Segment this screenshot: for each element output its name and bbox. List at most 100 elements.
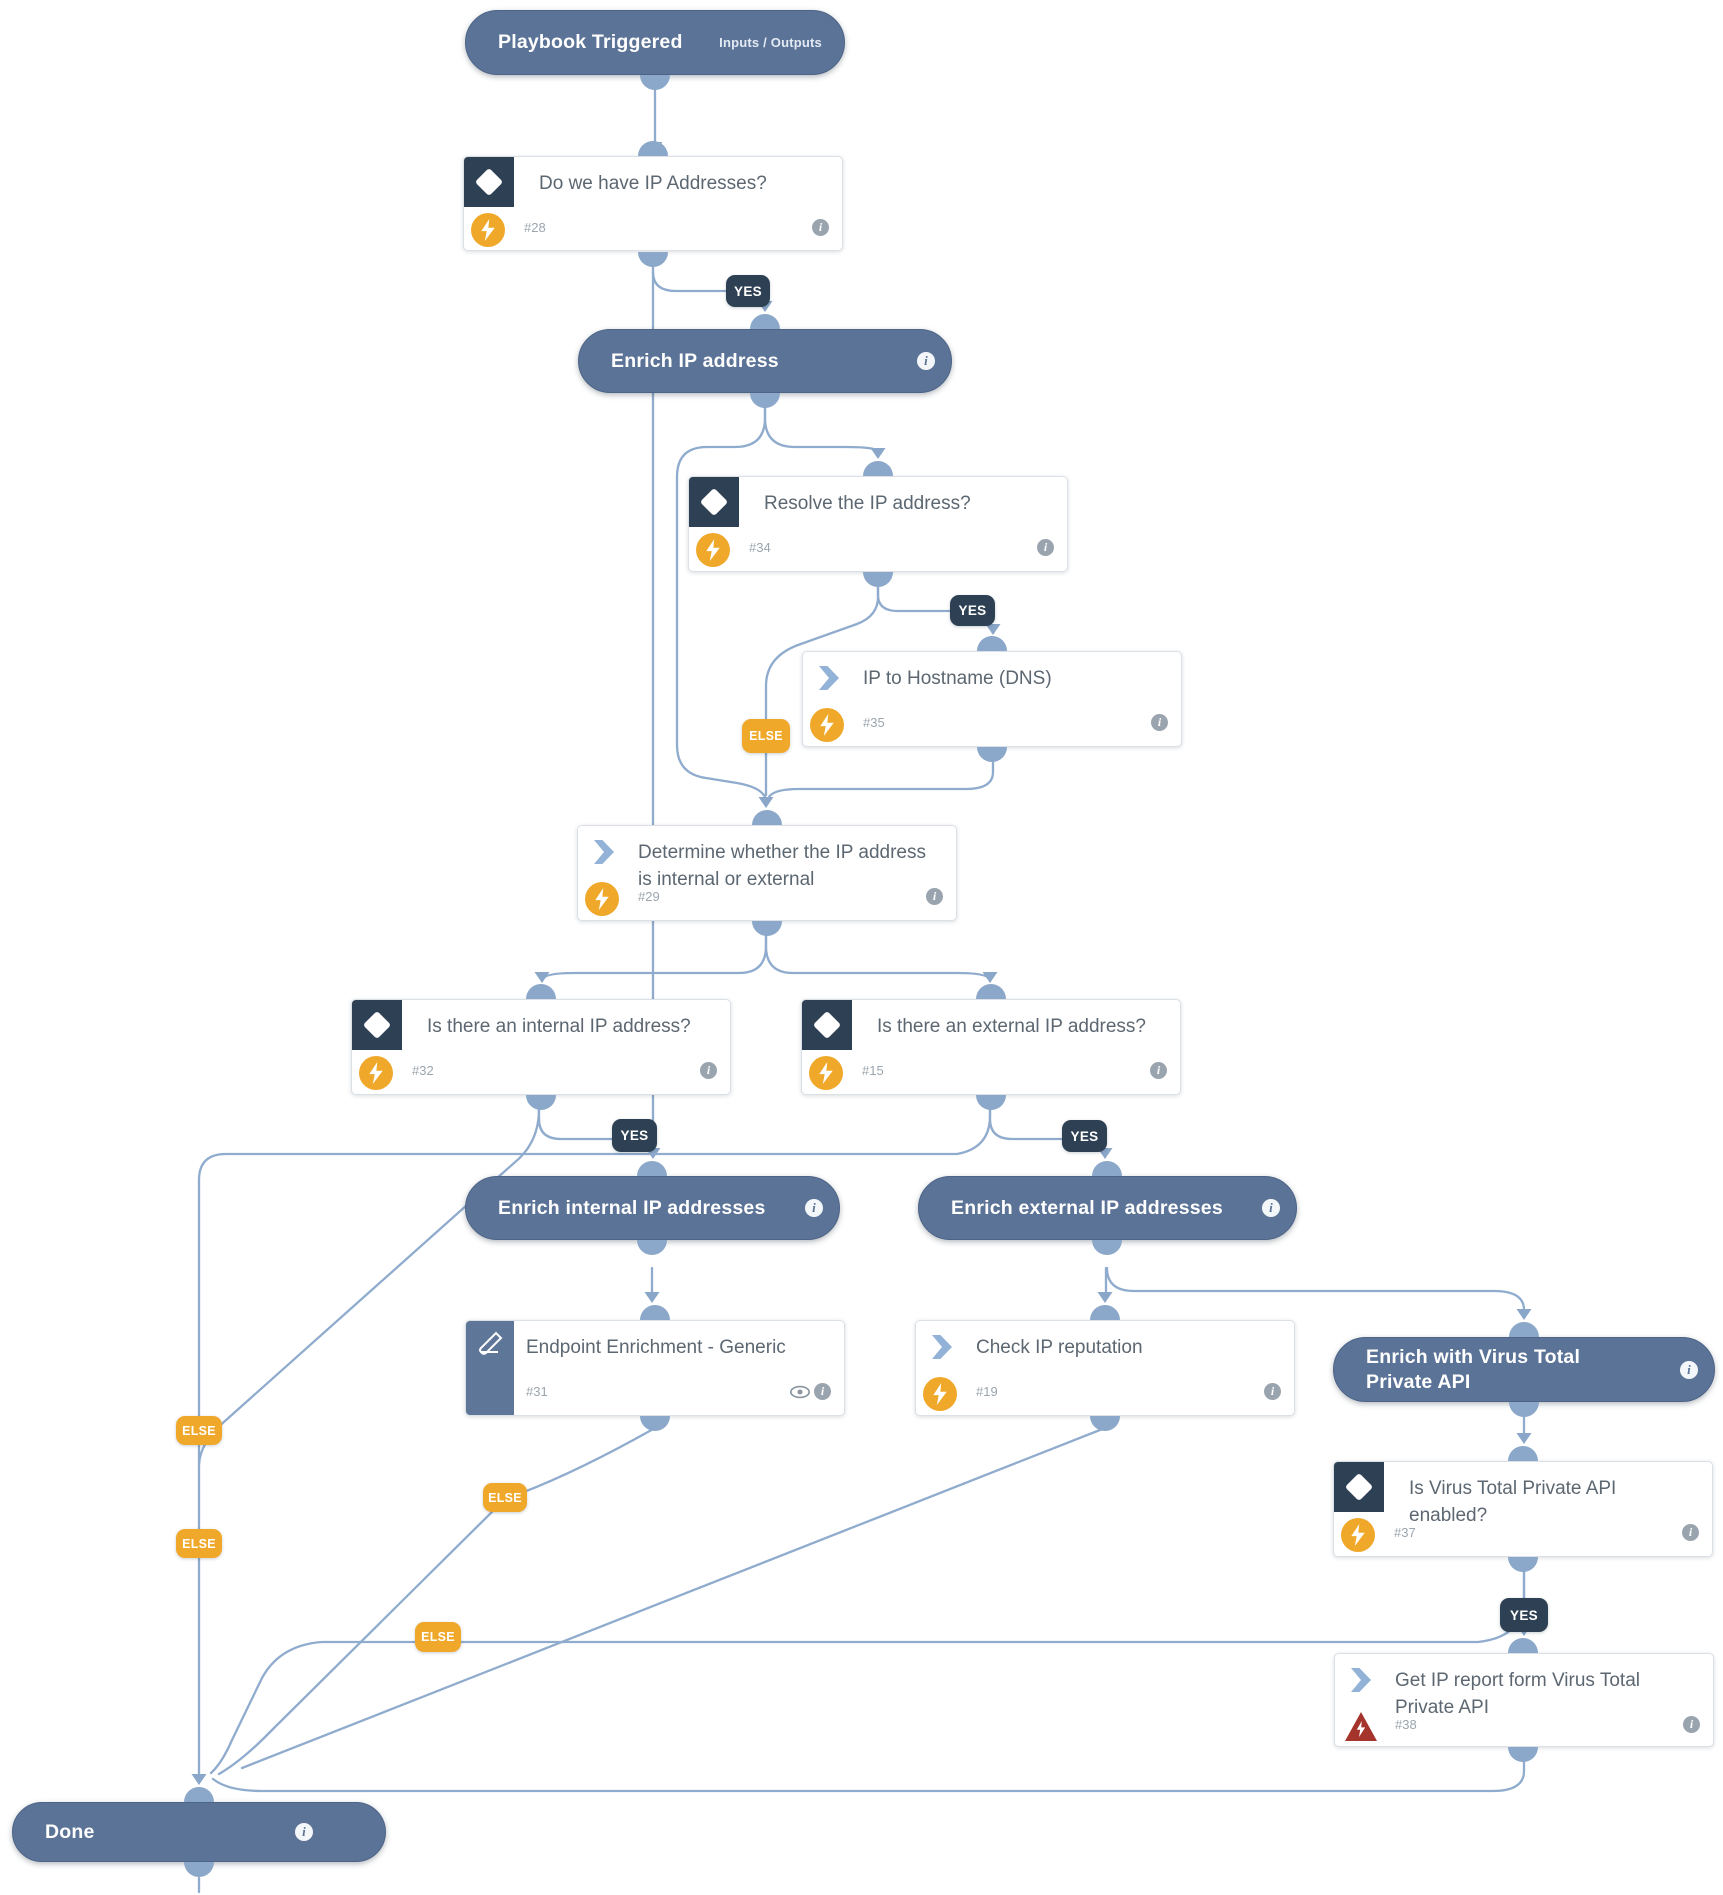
automation-bolt-icon	[696, 533, 730, 567]
condition-type-box	[802, 1000, 852, 1050]
connector-port-top	[1092, 1161, 1122, 1176]
info-icon[interactable]: i	[295, 1823, 313, 1841]
task-id: #32	[412, 1063, 434, 1078]
connector-port-top	[638, 141, 668, 156]
section-enrich-internal-ip[interactable]: Enrich internal IP addresses i	[465, 1176, 840, 1240]
subplaybook-type-box	[466, 1321, 514, 1415]
connector-port-top	[184, 1787, 214, 1802]
error-warning-icon	[1345, 1712, 1377, 1741]
playbook-triggered-header[interactable]: Playbook Triggered Inputs / Outputs	[465, 10, 845, 75]
connector-port-top	[976, 984, 1006, 999]
eye-icon[interactable]	[790, 1385, 810, 1399]
info-icon[interactable]: i	[1683, 1716, 1700, 1733]
info-icon[interactable]: i	[1037, 539, 1054, 556]
condition-diamond-icon	[699, 487, 729, 517]
condition-type-box	[1334, 1462, 1384, 1512]
task-title: Determine whether the IP address is inte…	[638, 842, 926, 890]
task-title: Endpoint Enrichment - Generic	[526, 1337, 786, 1358]
task-id: #37	[1394, 1525, 1416, 1540]
task-chevron-icon	[594, 840, 614, 864]
task-resolve-ip-address[interactable]: Resolve the IP address? #34 i	[688, 476, 1068, 572]
task-chevron-icon	[932, 1335, 952, 1359]
info-icon[interactable]: i	[926, 888, 943, 905]
info-icon[interactable]: i	[700, 1062, 717, 1079]
task-title: Is Virus Total Private API enabled?	[1409, 1478, 1617, 1526]
task-id: #15	[862, 1063, 884, 1078]
task-endpoint-enrichment-generic[interactable]: Endpoint Enrichment - Generic #31 i	[465, 1320, 845, 1416]
connector-port-bottom	[1508, 1557, 1538, 1572]
task-title: Is there an external IP address?	[877, 1016, 1146, 1037]
task-id: #31	[526, 1384, 548, 1399]
task-chevron-icon	[819, 666, 839, 690]
task-id: #34	[749, 540, 771, 555]
else-badge: ELSE	[742, 719, 790, 753]
connector-port-top	[1508, 1446, 1538, 1461]
task-title: Get IP report form Virus Total Private A…	[1395, 1670, 1640, 1718]
connector-port-bottom	[1509, 1402, 1539, 1417]
connector-port-bottom	[637, 1240, 667, 1255]
connector-port-top	[750, 314, 780, 329]
task-do-we-have-ip-addresses[interactable]: Do we have IP Addresses? #28 i	[463, 156, 843, 251]
info-icon[interactable]: i	[1151, 714, 1168, 731]
connector-port-top	[526, 984, 556, 999]
playbook-book-icon	[479, 1331, 503, 1355]
info-icon[interactable]: i	[1262, 1199, 1280, 1217]
task-title: Resolve the IP address?	[764, 493, 971, 514]
automation-bolt-icon	[923, 1377, 957, 1411]
condition-type-box	[689, 477, 739, 527]
condition-diamond-icon	[1344, 1472, 1374, 1502]
task-title: IP to Hostname (DNS)	[863, 668, 1052, 689]
connector-port-top	[637, 1161, 667, 1176]
automation-bolt-icon	[585, 882, 619, 916]
task-check-ip-reputation[interactable]: Check IP reputation #19 i	[915, 1320, 1295, 1416]
task-title: Check IP reputation	[976, 1337, 1143, 1358]
yes-badge: YES	[1062, 1120, 1107, 1152]
condition-diamond-icon	[474, 167, 504, 197]
done-node[interactable]: Done i	[12, 1802, 386, 1862]
automation-bolt-icon	[471, 213, 505, 247]
else-badge: ELSE	[415, 1622, 461, 1652]
connector-port-bottom	[976, 1095, 1006, 1110]
yes-badge: YES	[726, 275, 770, 307]
info-icon[interactable]: i	[812, 219, 829, 236]
task-is-there-internal-ip[interactable]: Is there an internal IP address? #32 i	[351, 999, 731, 1095]
connector-port-bottom	[1508, 1747, 1538, 1762]
info-icon[interactable]: i	[805, 1199, 823, 1217]
yes-badge: YES	[950, 595, 995, 626]
else-badge: ELSE	[176, 1529, 222, 1558]
section-title: Enrich IP address	[611, 349, 779, 372]
connector-port-top	[752, 810, 782, 825]
connector-port-bottom	[977, 747, 1007, 762]
task-id: #38	[1395, 1717, 1417, 1732]
task-ip-to-hostname-dns[interactable]: IP to Hostname (DNS) #35 i	[802, 651, 1182, 747]
task-title: Do we have IP Addresses?	[539, 173, 767, 194]
section-enrich-external-ip[interactable]: Enrich external IP addresses i	[918, 1176, 1297, 1240]
task-id: #28	[524, 220, 546, 235]
connector-port-top	[977, 636, 1007, 651]
task-determine-internal-or-external[interactable]: Determine whether the IP address is inte…	[577, 825, 957, 921]
section-enrich-virus-total[interactable]: Enrich with Virus Total Private API i	[1333, 1337, 1715, 1402]
else-badge: ELSE	[176, 1416, 222, 1445]
connector-port-top	[863, 461, 893, 476]
task-is-there-external-ip[interactable]: Is there an external IP address? #15 i	[801, 999, 1181, 1095]
section-title: Enrich external IP addresses	[951, 1196, 1223, 1219]
automation-bolt-icon	[809, 1056, 843, 1090]
inputs-outputs-button[interactable]: Inputs / Outputs	[719, 34, 822, 50]
info-icon[interactable]: i	[814, 1383, 831, 1400]
connector-port-bottom	[1092, 1240, 1122, 1255]
task-get-ip-report-virus-total[interactable]: Get IP report form Virus Total Private A…	[1334, 1653, 1714, 1747]
connector-port-bottom	[640, 75, 670, 90]
connector-port-bottom	[526, 1095, 556, 1110]
yes-badge: YES	[1500, 1598, 1548, 1632]
task-is-virus-total-api-enabled[interactable]: Is Virus Total Private API enabled? #37 …	[1333, 1461, 1713, 1557]
info-icon[interactable]: i	[1264, 1383, 1281, 1400]
info-icon[interactable]: i	[917, 352, 935, 370]
connector-port-bottom	[752, 921, 782, 936]
automation-bolt-icon	[359, 1056, 393, 1090]
info-icon[interactable]: i	[1680, 1360, 1698, 1379]
yes-badge: YES	[612, 1119, 657, 1152]
info-icon[interactable]: i	[1682, 1524, 1699, 1541]
info-icon[interactable]: i	[1150, 1062, 1167, 1079]
task-id: #29	[638, 889, 660, 904]
section-enrich-ip-address[interactable]: Enrich IP address i	[578, 329, 952, 393]
